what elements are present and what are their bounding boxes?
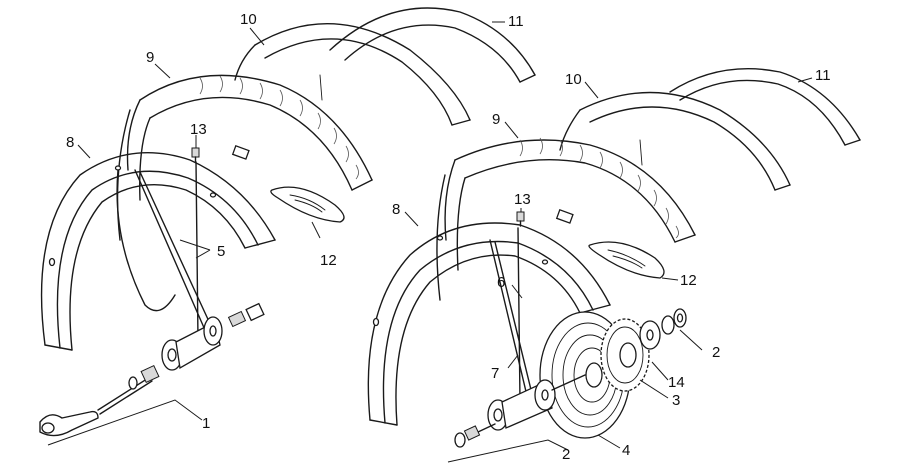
front-rim-strip-patch bbox=[270, 186, 345, 223]
callout-front-8: 8 bbox=[66, 134, 74, 151]
callout-rear-2-top: 2 bbox=[712, 344, 720, 361]
callout-front-9: 9 bbox=[146, 49, 154, 66]
front-wheel-assembly: 10 11 9 8 13 5 12 1 bbox=[39, 7, 536, 446]
callout-front-5: 5 bbox=[217, 243, 225, 260]
front-inner-tube bbox=[234, 23, 471, 126]
callout-front-10: 10 bbox=[240, 11, 257, 28]
rear-washers-nut bbox=[639, 308, 687, 350]
rear-spokes bbox=[489, 227, 534, 403]
callout-front-13: 13 bbox=[190, 121, 207, 138]
rear-leader-lines bbox=[404, 77, 813, 463]
callout-front-12: 12 bbox=[320, 252, 337, 269]
front-rim-tape bbox=[329, 7, 536, 83]
callout-rear-6: 6 bbox=[497, 274, 505, 291]
callout-rear-13: 13 bbox=[514, 191, 531, 208]
callout-rear-14: 14 bbox=[668, 374, 685, 391]
front-rim bbox=[40, 152, 276, 351]
rear-tyre bbox=[436, 137, 696, 301]
rear-sprocket bbox=[600, 318, 650, 392]
callout-front-11: 11 bbox=[508, 13, 524, 30]
front-leader-lines bbox=[47, 21, 505, 446]
rear-rim-tape bbox=[669, 68, 861, 146]
callout-rear-7: 7 bbox=[491, 365, 499, 382]
front-valve bbox=[191, 145, 250, 163]
rear-valve bbox=[516, 209, 574, 227]
callout-rear-9: 9 bbox=[492, 111, 500, 128]
callout-rear-4: 4 bbox=[622, 442, 630, 459]
rear-wheel-assembly: 10 11 9 8 13 12 6 7 2 14 3 4 2 bbox=[367, 67, 861, 463]
rear-inner-tube bbox=[559, 91, 791, 191]
callout-rear-8: 8 bbox=[392, 201, 400, 218]
rear-rim-strip-patch bbox=[588, 241, 665, 279]
callout-rear-11: 11 bbox=[815, 67, 831, 84]
callout-front-1: 1 bbox=[202, 415, 210, 432]
callout-rear-12: 12 bbox=[680, 272, 697, 289]
front-hub-assembly bbox=[39, 302, 265, 437]
callout-rear-2-bottom: 2 bbox=[562, 446, 570, 463]
front-tyre bbox=[116, 74, 373, 241]
rear-hub-assembly bbox=[454, 374, 586, 448]
callout-rear-3: 3 bbox=[672, 392, 680, 409]
front-spokes bbox=[134, 161, 213, 341]
callout-rear-10: 10 bbox=[565, 71, 582, 88]
rear-rim bbox=[367, 222, 611, 426]
